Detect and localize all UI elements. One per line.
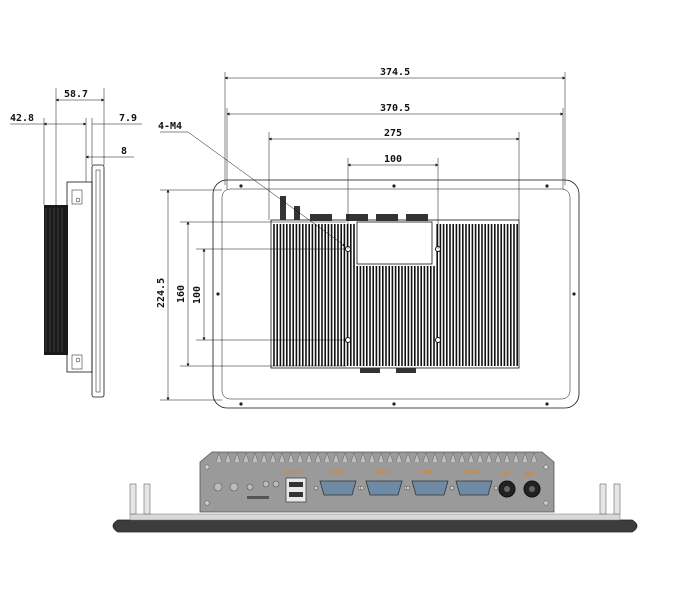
dc-in-port: DC xyxy=(498,472,516,498)
rear-connectors xyxy=(280,196,428,373)
svg-text:ANT: ANT xyxy=(524,472,534,478)
ant-port: ANT xyxy=(523,472,541,498)
io-fins xyxy=(215,452,538,463)
side-bracket xyxy=(66,181,93,373)
rear-outer-frame xyxy=(212,179,580,409)
svg-text:COM 2: COM 2 xyxy=(374,470,390,476)
dim-vesa-h: 100 xyxy=(384,154,402,165)
dim-side-lip: 7.9 xyxy=(119,113,137,124)
com-port-3: COM 3 xyxy=(405,470,455,496)
usb-label: USB 1/2 xyxy=(286,470,305,476)
rear-inner-frame xyxy=(221,188,571,400)
rear-view: 374.5 370.5 275 100 224.5 160 100 4-M4 xyxy=(156,67,580,409)
screw-callout: 4-M4 xyxy=(158,121,182,132)
io-bezel xyxy=(112,519,638,533)
com-port-4: COM 4 xyxy=(449,470,499,496)
dim-vesa-v: 100 xyxy=(192,286,203,304)
io-view: USB 1/2 COM 1 COM 2 COM 3 COM 4 xyxy=(112,451,638,533)
side-panel-frame xyxy=(91,164,105,398)
dim-side-bezel: 8 xyxy=(121,146,127,157)
svg-text:COM 4: COM 4 xyxy=(464,470,480,476)
dim-inner-width: 370.5 xyxy=(380,103,410,114)
svg-text:COM 3: COM 3 xyxy=(420,470,436,476)
side-heatsink xyxy=(44,205,68,355)
dim-side-body: 42.8 xyxy=(10,113,34,124)
dim-overall-height: 224.5 xyxy=(156,278,167,308)
heatsink-fins xyxy=(273,224,519,366)
label-plate xyxy=(356,221,433,265)
dim-heatsink-width: 275 xyxy=(384,128,402,139)
svg-text:DC: DC xyxy=(502,472,510,478)
usb-port xyxy=(285,477,307,503)
dim-overall-width: 374.5 xyxy=(380,67,410,78)
side-view: 58.7 42.8 7.9 8 xyxy=(10,88,142,398)
side-panel-glass xyxy=(95,169,101,393)
com-port-2: COM 2 xyxy=(359,470,409,496)
dim-side-depth-total: 58.7 xyxy=(64,89,88,100)
dim-mount-v: 160 xyxy=(176,285,187,303)
com-port-1: COM 1 xyxy=(313,470,363,496)
svg-text:COM 1: COM 1 xyxy=(330,470,346,476)
